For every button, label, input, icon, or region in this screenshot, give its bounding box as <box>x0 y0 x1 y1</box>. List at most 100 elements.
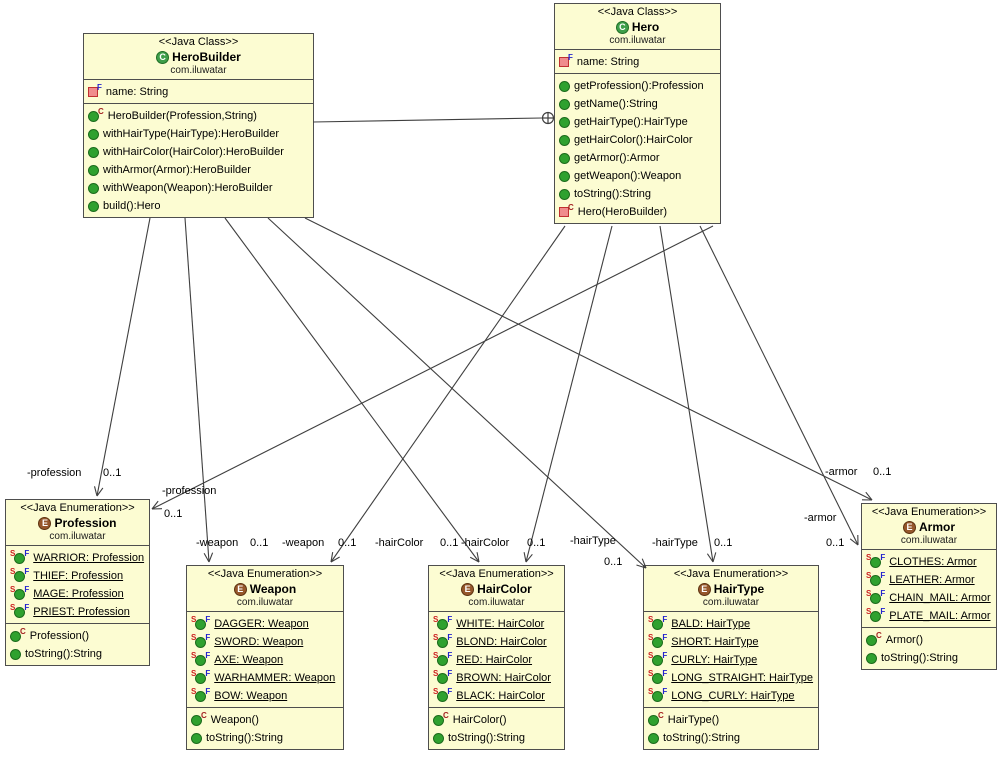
visibility-shape <box>14 570 26 582</box>
visibility-shape <box>870 556 882 568</box>
member-text: toString():String <box>663 732 741 744</box>
public-method-icon <box>433 732 444 744</box>
member-text: AXE: Weapon <box>214 654 284 666</box>
enumeration-icon: E <box>697 582 711 596</box>
final-modifier-letter: F <box>205 651 211 660</box>
association-line-Hero-Armor[interactable] <box>699 225 859 546</box>
member-text: WHITE: HairColor <box>456 618 545 630</box>
association-line-Hero-Weapon[interactable] <box>330 225 566 563</box>
class-name: HairColor <box>477 582 532 596</box>
final-modifier-letter: F <box>205 669 211 678</box>
static-modifier-letter: S <box>866 589 872 598</box>
member-text: WARRIOR: Profession <box>33 552 145 564</box>
public-method-icon <box>559 170 570 182</box>
edge-multiplicity-e2: 0..1 <box>250 537 269 549</box>
association-line-HeroBuilder-HairColor[interactable] <box>224 217 480 563</box>
association-line-Hero-HairColor[interactable] <box>525 225 613 563</box>
public-method-icon <box>866 652 877 664</box>
association-line-HeroBuilder-Profession[interactable] <box>96 217 151 497</box>
static-modifier-letter: S <box>648 687 654 696</box>
method-row[interactable]: getWeapon():Weapon <box>555 167 720 185</box>
constructor-modifier-letter: C <box>658 711 664 720</box>
final-modifier-letter: F <box>97 83 102 92</box>
method-row[interactable]: getProfession():Profession <box>555 77 720 95</box>
method-row[interactable]: toString():String <box>429 729 564 747</box>
class-package: com.iluwatar <box>170 65 227 76</box>
method-row[interactable]: toString():String <box>555 185 720 203</box>
method-row[interactable]: toString():String <box>862 649 996 667</box>
method-row[interactable]: withWeapon(Weapon):HeroBuilder <box>84 179 313 197</box>
method-row[interactable]: getArmor():Armor <box>555 149 720 167</box>
method-row[interactable]: getName():String <box>555 95 720 113</box>
visibility-shape <box>14 552 26 564</box>
edge-label-e6: -profession <box>162 485 217 497</box>
association-line-HeroBuilder-HairType[interactable] <box>267 217 647 569</box>
association-line-HeroBuilder-Weapon[interactable] <box>184 217 210 563</box>
method-row[interactable]: withHairColor(HairColor):HeroBuilder <box>84 143 313 161</box>
association-line-Hero-Profession[interactable] <box>151 225 714 510</box>
method-row[interactable]: withHairType(HairType):HeroBuilder <box>84 125 313 143</box>
method-row[interactable]: toString():String <box>187 729 343 747</box>
arrowhead-icon <box>208 552 214 563</box>
final-modifier-letter: F <box>880 607 886 616</box>
method-row[interactable]: toString():String <box>644 729 818 747</box>
containment-line-HeroBuilder-Hero[interactable] <box>312 117 543 123</box>
method-row[interactable]: getHairType():HairType <box>555 113 720 131</box>
method-row[interactable]: getHairColor():HairColor <box>555 131 720 149</box>
constructor-modifier-letter: C <box>98 107 104 116</box>
method-row[interactable]: toString():String <box>6 645 149 663</box>
public-method-icon <box>559 134 570 146</box>
association-line-Hero-HairType[interactable] <box>659 225 714 563</box>
association-line-HeroBuilder-Armor[interactable] <box>304 217 873 501</box>
public-method-icon <box>559 152 570 164</box>
method-row[interactable]: withArmor(Armor):HeroBuilder <box>84 161 313 179</box>
method-row[interactable]: build():Hero <box>84 197 313 215</box>
